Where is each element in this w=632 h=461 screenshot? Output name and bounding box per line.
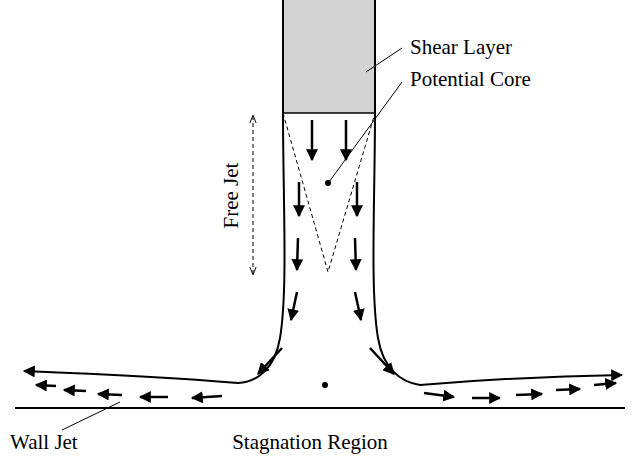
- flow-arrows: [36, 120, 616, 398]
- potential-core: [283, 113, 375, 272]
- leader-line: [366, 48, 402, 72]
- jet-boundary: [373, 113, 622, 385]
- leader-line: [62, 402, 120, 430]
- nozzle: [283, 0, 375, 113]
- leader-line: [329, 82, 402, 182]
- potential-core-label: Potential Core: [410, 69, 531, 90]
- stagnation-dot: [322, 382, 328, 388]
- free-jet-label: Free Jet: [222, 162, 243, 228]
- jet-boundary: [24, 113, 285, 383]
- free-jet-extent: [253, 116, 254, 274]
- wall-jet-label: Wall Jet: [10, 432, 78, 453]
- stagnation-region-label: Stagnation Region: [232, 432, 388, 453]
- shear-layer-label: Shear Layer: [410, 37, 512, 58]
